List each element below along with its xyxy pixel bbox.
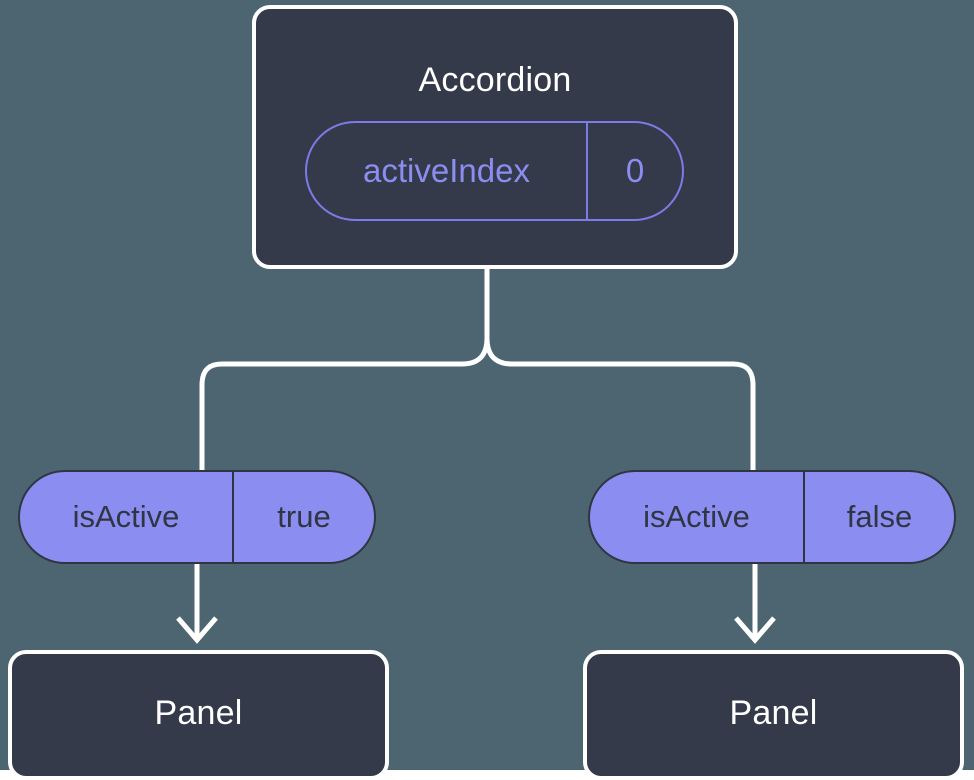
arrowhead-right-icon (734, 616, 776, 644)
state-pill-active-index[interactable]: activeIndex 0 (305, 121, 684, 221)
state-pill-value: 0 (625, 152, 645, 189)
node-panel-left[interactable]: Panel (8, 650, 389, 780)
edge-fork-right (484, 337, 756, 470)
node-panel-left-title: Panel (154, 694, 243, 732)
prop-pill-right-key: isActive (590, 472, 805, 562)
prop-pill-is-active-false[interactable]: isActive false (588, 470, 956, 564)
state-pill-key: activeIndex (307, 123, 588, 219)
edge-fork-left (199, 337, 490, 470)
node-accordion-title: Accordion (418, 61, 572, 99)
node-panel-right-title: Panel (729, 694, 818, 732)
prop-pill-left-value: true (277, 499, 331, 534)
prop-pill-right-value: false (846, 499, 913, 534)
prop-pill-is-active-true[interactable]: isActive true (18, 470, 376, 564)
arrowhead-left-icon (176, 616, 218, 644)
node-panel-right[interactable]: Panel (583, 650, 964, 780)
prop-pill-left-key: isActive (20, 472, 234, 562)
